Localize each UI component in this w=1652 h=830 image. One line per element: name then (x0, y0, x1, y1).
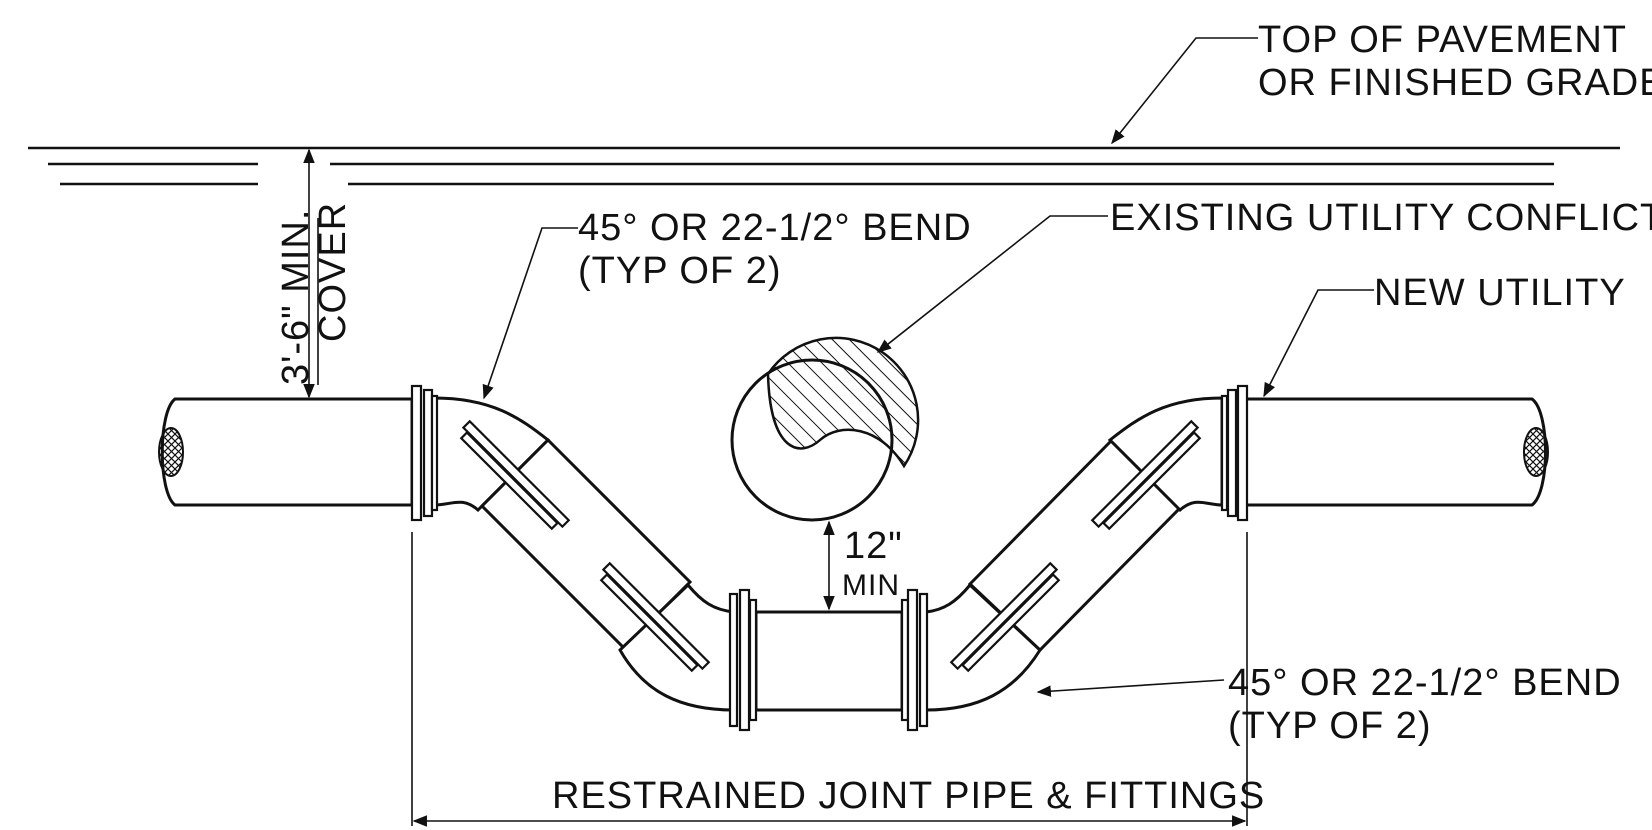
joint-right-diagonal-bottom (949, 561, 1061, 673)
restrained-joints (410, 384, 1249, 732)
top-of-pavement-label: TOP OF PAVEMENT (1258, 19, 1627, 61)
lower-bend-typ-label: (TYP OF 2) (1228, 705, 1432, 747)
restrained-span-dimension (411, 532, 1248, 827)
joint-left-horizontal (410, 384, 439, 522)
joint-right-diagonal-top (1090, 419, 1202, 531)
cover-value-label: 3'-6" MIN. (275, 209, 317, 385)
lower-bend-label: 45° OR 22-1/2° BEND (1228, 662, 1622, 704)
upper-bend-label: 45° OR 22-1/2° BEND (578, 207, 972, 249)
clearance-value-label: 12" (844, 525, 903, 567)
joint-left-diagonal-bottom (599, 561, 711, 673)
clearance-min-label: MIN (842, 569, 900, 602)
finished-grade-label: OR FINISHED GRADE (1258, 62, 1652, 104)
joint-right-horizontal (1220, 384, 1249, 522)
joint-left-diagonal-top (459, 419, 571, 531)
existing-utility-pipe (730, 336, 920, 522)
leader-lines (482, 37, 1374, 697)
upper-bend-typ-label: (TYP OF 2) (578, 250, 782, 292)
new-utility-label: NEW UTILITY (1374, 272, 1626, 314)
cover-label: COVER (312, 202, 354, 342)
joint-bottom-left (728, 588, 758, 732)
restrained-span-label: RESTRAINED JOINT PIPE & FITTINGS (552, 775, 1265, 817)
ground-surface (28, 146, 1620, 186)
existing-utility-label: EXISTING UTILITY CONFLICT (1110, 197, 1652, 239)
joint-bottom-right (900, 588, 929, 732)
